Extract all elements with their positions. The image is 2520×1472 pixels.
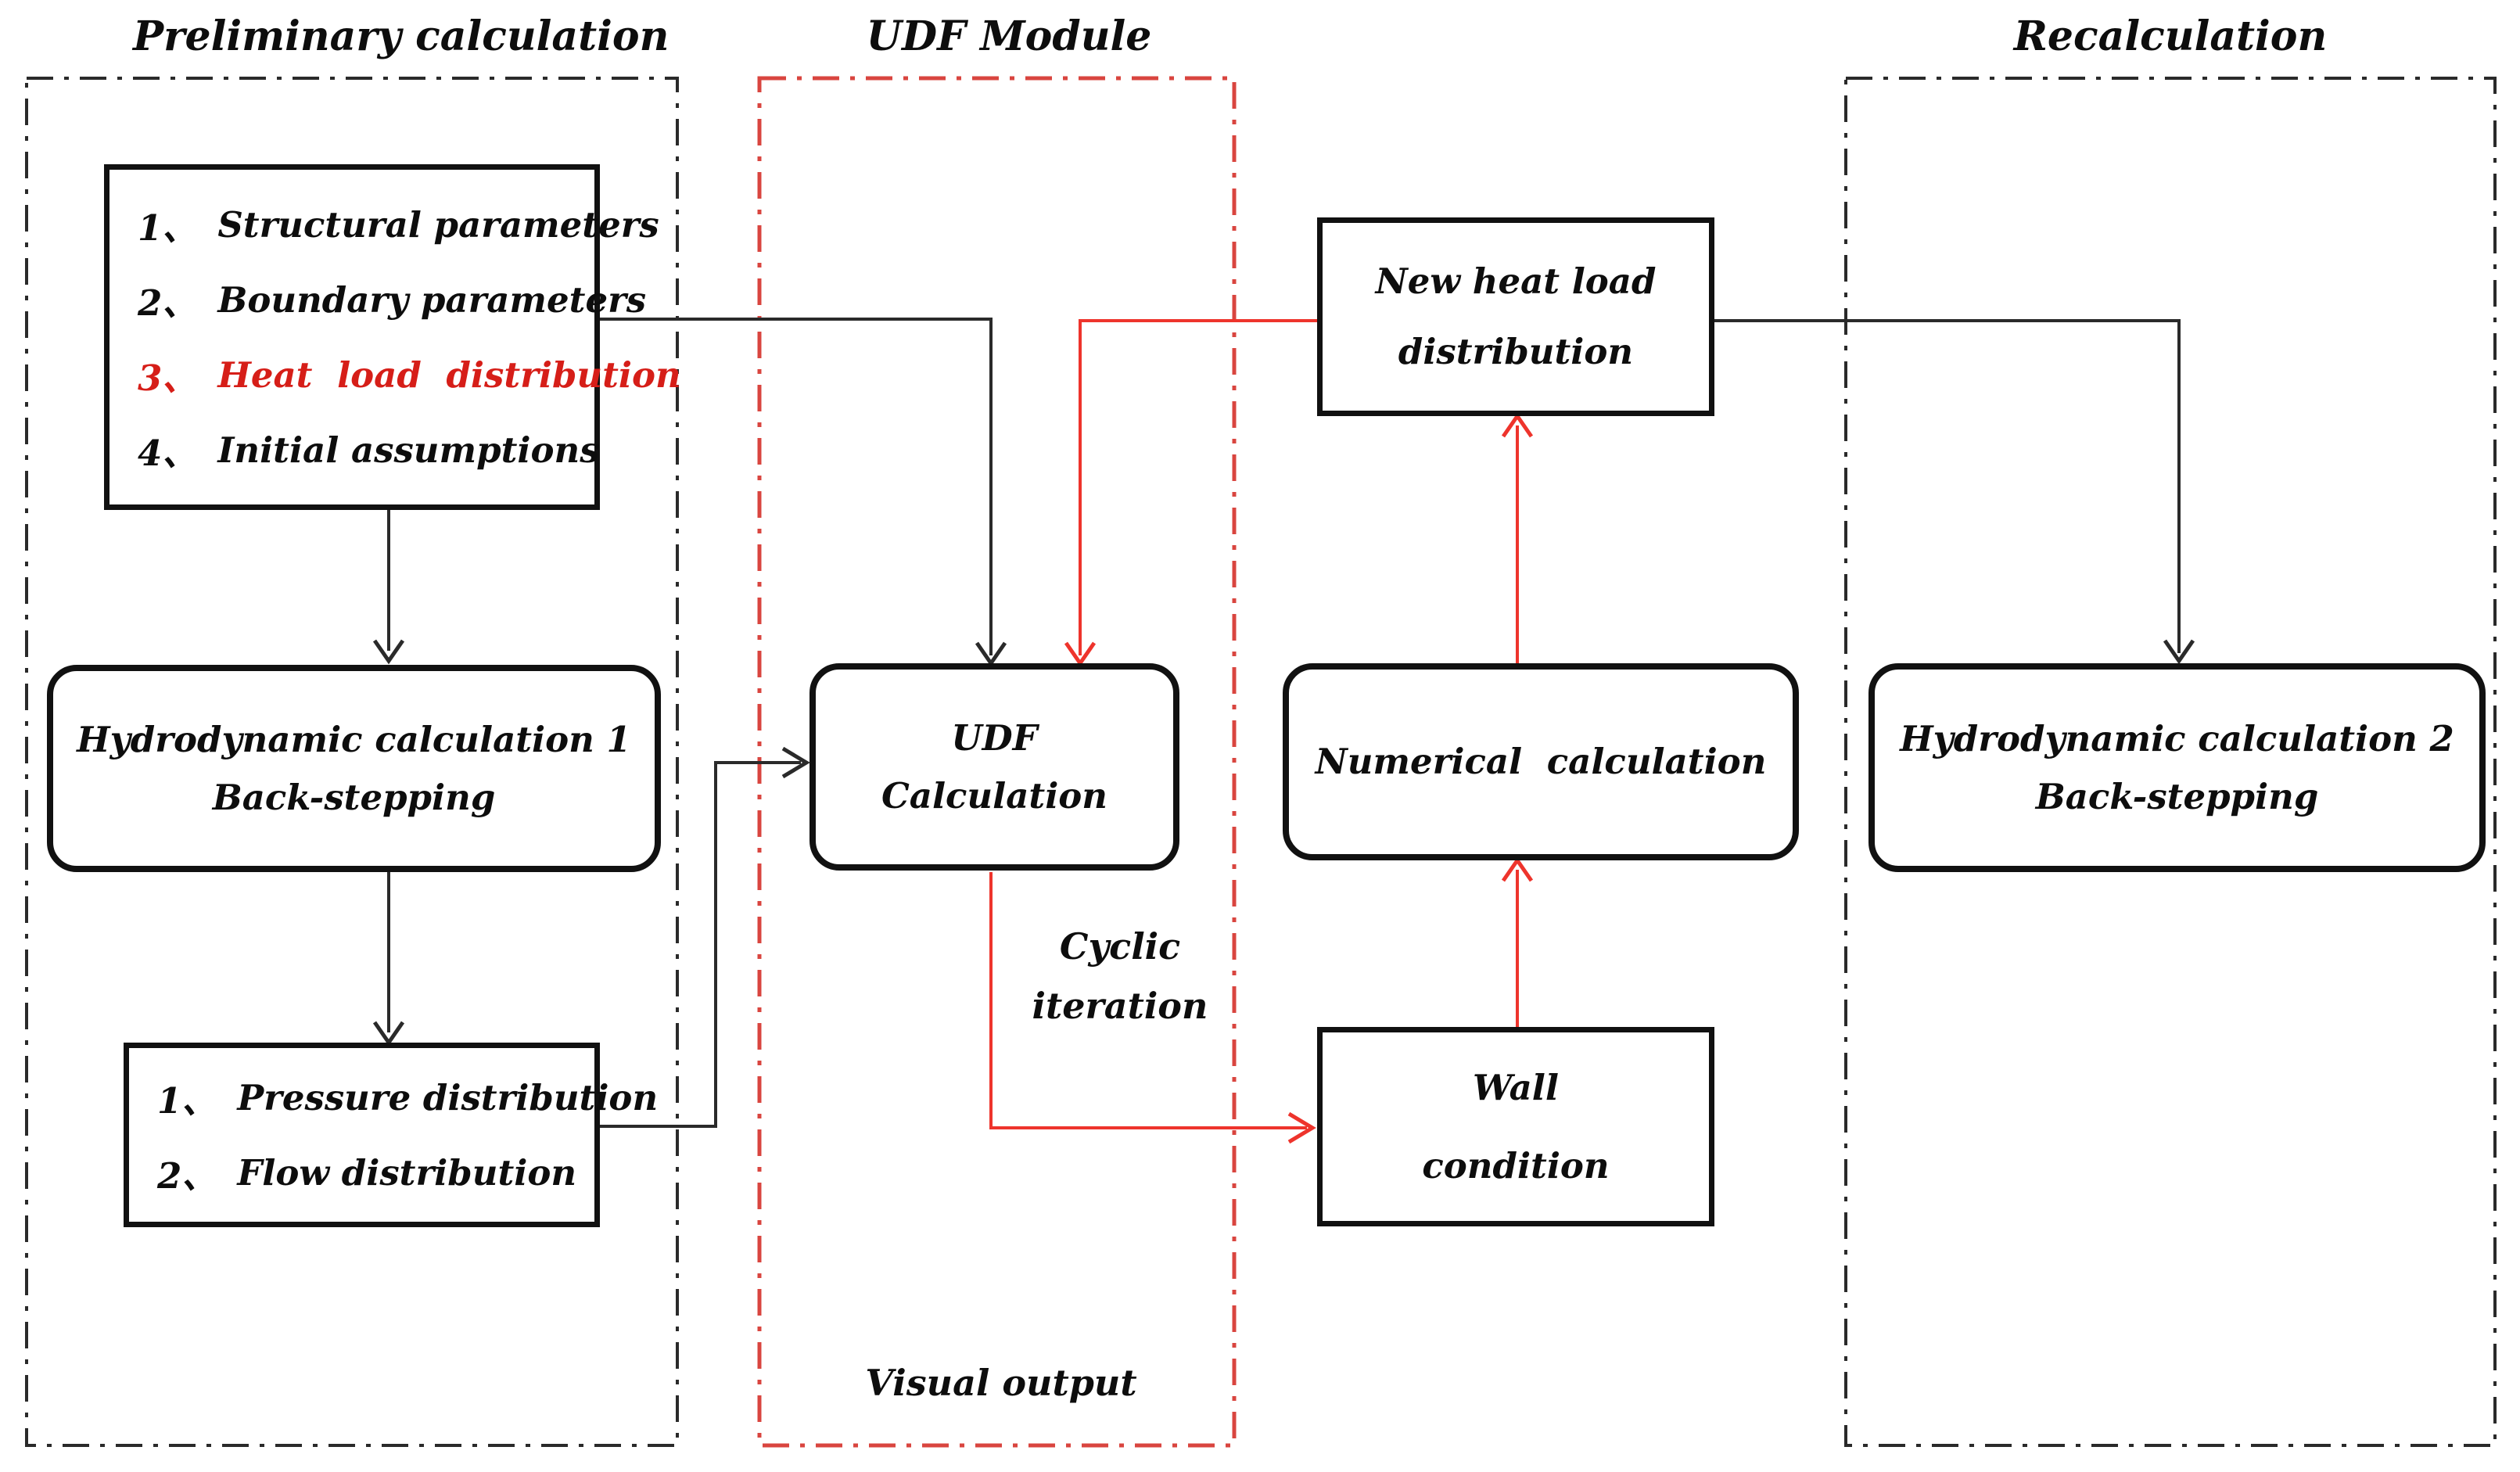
- arrow-newheat-to-hydro2: [1714, 319, 2195, 665]
- item-number: 1、: [157, 1079, 217, 1122]
- item-number: 3、: [138, 357, 198, 399]
- box-text: New heat load: [1375, 260, 1657, 302]
- box-text: distribution: [1398, 331, 1634, 372]
- pressure-flow-results-box: 1、 Pressure distribution 2、 Flow distrib…: [124, 1043, 658, 1227]
- arrow-wall-to-numerical: [1501, 856, 1534, 1027]
- arrow-parameters-to-hydro1: [372, 510, 405, 665]
- box-text: Hydrodynamic calculation 1: [77, 718, 631, 760]
- input-parameters-box: 1、 Structural parameters 2、 Boundary par…: [104, 164, 681, 510]
- item-number: 4、: [138, 432, 198, 474]
- recalculation-frame: [1844, 77, 2497, 1447]
- box-text: UDF: [951, 716, 1038, 759]
- list-item: 2、 Flow distribution: [157, 1135, 594, 1210]
- arrow-udf-to-wall: [989, 872, 1316, 1144]
- box-text: Back-stepping: [212, 776, 496, 818]
- list-item: 1、 Pressure distribution: [157, 1060, 658, 1135]
- wall-condition-box: Wall condition: [1317, 1027, 1714, 1226]
- arrow-hydro1-to-results: [372, 872, 405, 1047]
- section-title-preliminary: Preliminary calculation: [133, 13, 669, 60]
- hydrodynamic-calculation-2-box: Hydrodynamic calculation 2 Back-stepping: [1868, 663, 2486, 872]
- item-text: Initial assumptions: [217, 429, 600, 471]
- item-text: Pressure distribution: [237, 1076, 659, 1118]
- item-text: Structural parameters: [217, 203, 659, 246]
- cyclic-iteration-label: Cyclic iteration: [1032, 925, 1208, 1027]
- arrow-results-to-udf: [600, 746, 810, 1128]
- box-text: Wall: [1473, 1066, 1559, 1108]
- udf-calculation-box: UDF Calculation: [809, 663, 1179, 871]
- list-item: 2、 Boundary parameters: [138, 262, 646, 337]
- item-text: Boundary parameters: [217, 278, 647, 321]
- numerical-calculation-box: Numerical calculation: [1283, 663, 1799, 860]
- item-number: 2、: [138, 282, 198, 324]
- box-text: Back-stepping: [2035, 775, 2319, 817]
- item-text: Heat load distribution: [217, 354, 681, 396]
- item-number: 1、: [138, 206, 198, 249]
- box-text: Numerical calculation: [1315, 741, 1767, 782]
- item-text: Flow distribution: [237, 1151, 577, 1194]
- list-item: 1、 Structural parameters: [138, 187, 659, 262]
- hydrodynamic-calculation-1-box: Hydrodynamic calculation 1 Back-stepping: [47, 665, 661, 872]
- arrow-numerical-to-newheat: [1501, 412, 1534, 663]
- list-item-highlighted: 3、 Heat load distribution: [138, 337, 681, 412]
- preliminary-frame: [25, 77, 679, 1447]
- box-text: Calculation: [881, 774, 1108, 817]
- item-number: 2、: [157, 1154, 217, 1197]
- new-heat-load-box: New heat load distribution: [1317, 217, 1714, 416]
- box-text: Hydrodynamic calculation 2: [1900, 717, 2454, 759]
- section-title-udf-module: UDF Module: [866, 13, 1152, 60]
- visual-output-label: Visual output: [865, 1362, 1137, 1404]
- arrow-newheat-to-udf: [1064, 319, 1317, 667]
- list-item: 4、 Initial assumptions: [138, 412, 600, 487]
- section-title-recalculation: Recalculation: [2013, 13, 2328, 60]
- box-text: condition: [1422, 1144, 1610, 1187]
